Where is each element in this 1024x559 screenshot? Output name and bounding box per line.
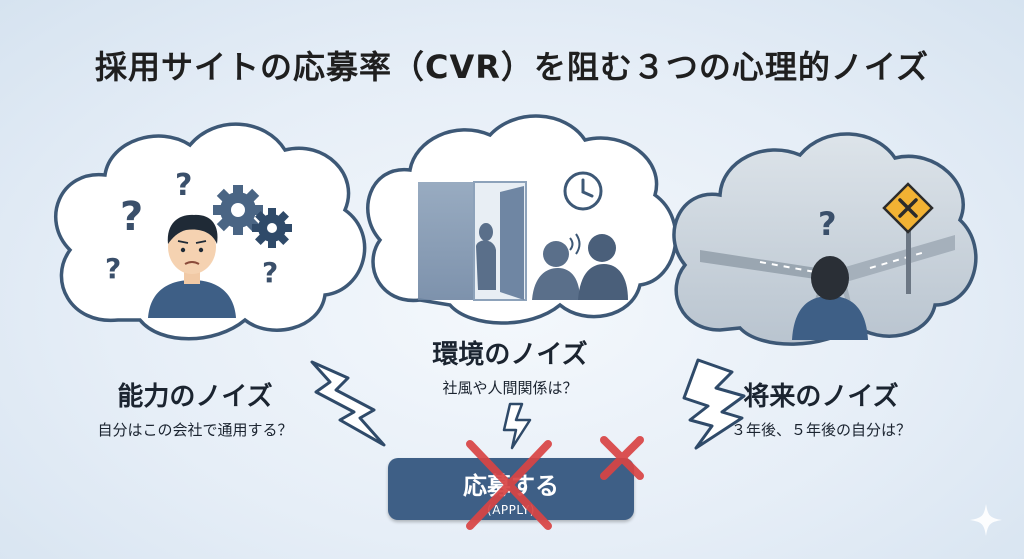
question-mark-icon: ? [120, 194, 143, 240]
whispering-people [532, 233, 628, 300]
apply-button-sublabel: (APPLY) [487, 503, 535, 517]
gear-icon [252, 208, 292, 248]
person-back-view [792, 256, 868, 340]
noise-future-subtitle: ３年後、５年後の自分は？ [730, 421, 911, 439]
noise-ability-title: 能力のノイズ [117, 382, 273, 412]
sparkle-icon [970, 504, 1002, 536]
noise-future-title: 将来のノイズ [743, 382, 899, 412]
apply-button-label: 応募する [463, 472, 559, 500]
question-mark-icon: ? [105, 252, 121, 285]
question-mark-icon: ? [175, 168, 192, 203]
door-illustration [418, 181, 527, 301]
noise-environment-title: 環境のノイズ [432, 340, 588, 370]
page-title: 採用サイトの応募率（CVR）を阻む３つの心理的ノイズ [95, 48, 929, 86]
question-mark-icon: ? [818, 205, 837, 243]
noise-ability-subtitle: 自分はこの会社で通用する？ [97, 421, 293, 439]
cloud-environment [366, 114, 678, 325]
lightning-bolt-icon [682, 358, 746, 450]
noise-environment: 環境のノイズ 社風や人間関係は？ [410, 334, 610, 398]
noise-ability: 能力のノイズ 自分はこの会社で通用する？ [80, 376, 310, 440]
warning-sign-icon [882, 182, 934, 294]
lightning-bolt-icon [502, 402, 532, 450]
cloud-ability: ? ? ? ? [53, 122, 367, 341]
forked-road [700, 235, 955, 340]
clock-icon [563, 171, 603, 211]
worried-person [148, 214, 236, 318]
cloud-future: ? [672, 132, 978, 346]
noise-future: 将来のノイズ ３年後、５年後の自分は？ [706, 376, 936, 440]
noise-environment-subtitle: 社風や人間関係は？ [442, 379, 578, 397]
question-mark-icon: ? [262, 256, 278, 289]
apply-button[interactable]: 応募する (APPLY) [388, 458, 634, 520]
lightning-bolt-icon [310, 360, 386, 447]
